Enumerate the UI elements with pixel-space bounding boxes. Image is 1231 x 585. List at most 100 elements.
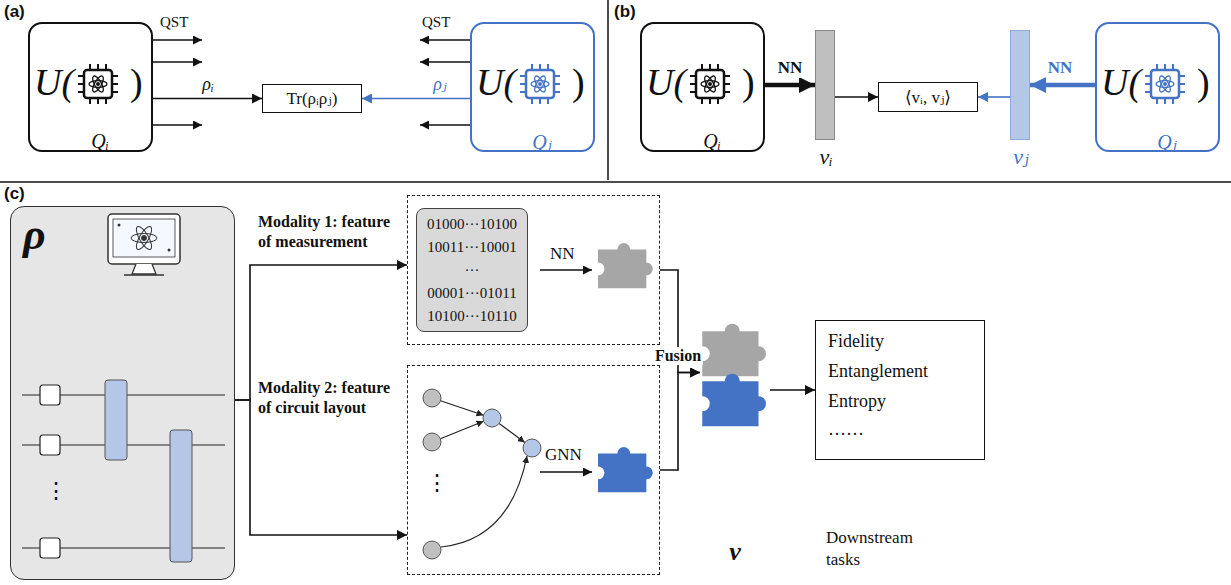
measurement-arrows — [153, 40, 202, 125]
ellipsis-dots: ⋮ — [45, 478, 67, 504]
graph-node — [423, 433, 441, 451]
gnn-arrow — [540, 471, 592, 473]
node-text: Qᵢ — [70, 130, 130, 153]
panel-divider — [0, 181, 1231, 183]
method-label: QST — [422, 14, 450, 31]
connector-label: ρᵢ — [200, 74, 216, 95]
connector-arrow — [153, 98, 262, 100]
connector-label: NN — [1046, 58, 1075, 78]
node-text: 01000···10100 — [427, 213, 517, 236]
measurement-arrow — [420, 124, 470, 126]
node-text: ··· — [465, 259, 480, 282]
panel-divider — [607, 0, 609, 180]
graph-node — [483, 409, 501, 427]
downstream-task-box: FidelityEntanglementEntropy……Downstream … — [815, 320, 985, 460]
measurement-arrow — [420, 39, 470, 41]
node-text: Qⱼ — [512, 130, 572, 154]
connector-arrow — [1030, 83, 1095, 88]
node-text: 10011···10001 — [427, 236, 516, 259]
connector-arrow — [362, 98, 470, 100]
single-qubit-gate — [40, 538, 60, 558]
node-text: 10100···10110 — [427, 305, 516, 328]
atom-nucleus — [142, 236, 147, 241]
node-text: 00001···01011 — [427, 282, 516, 305]
monitor-stand — [132, 264, 156, 274]
connector-label: Fusion — [653, 347, 703, 365]
sparkle-dot — [168, 249, 171, 252]
quantum-device-box: U() Qⱼ — [470, 22, 595, 152]
graph-edge — [441, 401, 484, 415]
atom-symbol — [131, 224, 157, 251]
node-text: …… — [828, 419, 864, 440]
atom-orbit — [131, 234, 157, 243]
layout-feature-piece — [598, 447, 653, 492]
connector-arrow — [765, 83, 815, 88]
quantum-device-box: U() Qᵢ — [28, 22, 153, 152]
embedding-vector-bar: vⱼ — [1010, 30, 1030, 140]
nn-arrow — [540, 269, 592, 271]
node-text: Tr(ρᵢρⱼ) — [286, 88, 337, 109]
inner-product-box: ⟨vᵢ, vⱼ⟩ — [878, 82, 978, 112]
node-text: ) — [742, 60, 755, 104]
node-text: vᵢ — [801, 144, 851, 170]
state-panel-fill — [10, 206, 235, 580]
ellipsis-dots: ⋮ — [426, 470, 448, 496]
measurement-bitstrings: 01000···1010010011···10001···00001···010… — [416, 208, 528, 332]
graph-edge — [441, 456, 527, 547]
atom-orbit — [134, 224, 155, 251]
graph-node — [423, 541, 441, 559]
monitor-screen — [113, 219, 175, 257]
fused-feature: v — [700, 315, 770, 430]
quantum-chip-icon — [1145, 64, 1185, 104]
measurement-arrow — [153, 124, 202, 126]
atom-orbit — [134, 224, 155, 251]
monitor-frame — [108, 214, 180, 264]
node-text: ) — [572, 60, 585, 104]
quantum-device-box: U() Qᵢ — [640, 22, 765, 152]
node-text: U( — [476, 60, 516, 104]
computer-icon — [108, 214, 180, 275]
fused-piece-bottom — [702, 374, 766, 427]
circuit-graph — [423, 389, 541, 559]
node-text: Qᵢ — [682, 130, 742, 153]
single-qubit-gate — [40, 435, 60, 455]
node-text: Downstream tasks — [826, 527, 946, 571]
panel-label: (a) — [4, 2, 25, 22]
method-label: GNN — [545, 445, 582, 465]
node-text: Entanglement — [828, 361, 928, 382]
quantum-device-box: U()Qⱼ — [1095, 22, 1220, 152]
modality-region: Modality 1: feature of measurement01000·… — [407, 195, 660, 345]
single-qubit-gate — [40, 385, 60, 405]
connector-label: ρⱼ — [431, 73, 448, 95]
graph-edge — [440, 421, 483, 438]
measurement-arrow — [153, 61, 202, 63]
two-qubit-gate — [105, 380, 127, 460]
quantum-chip-icon — [690, 64, 730, 104]
measurement-feature-piece — [598, 243, 653, 288]
measurement-arrow — [153, 39, 202, 41]
node-text: U( — [34, 60, 74, 104]
panel-label: (b) — [614, 2, 636, 22]
quantum-circuit — [22, 380, 225, 562]
connector-arrow — [770, 389, 815, 391]
node-text: Modality 2: feature of circuit layout — [258, 378, 403, 418]
method-label: QST — [160, 14, 188, 31]
node-text: vⱼ — [996, 144, 1046, 170]
graph-node — [523, 439, 541, 457]
overlap-box: Tr(ρᵢρⱼ) — [262, 84, 362, 113]
connector-arrow — [235, 400, 407, 535]
sparkle-dot — [118, 224, 121, 227]
quantum-state-panel: ρ — [10, 206, 235, 580]
graph-edges — [440, 401, 527, 547]
graph-node — [423, 389, 441, 407]
quantum-chip-icon — [520, 64, 560, 104]
measurement-arrow — [420, 61, 470, 63]
node-text: Entropy — [828, 391, 886, 412]
method-label: NN — [550, 244, 575, 264]
measurement-arrows — [420, 40, 470, 125]
node-text: ) — [130, 60, 143, 104]
node-text: U( — [646, 60, 686, 104]
